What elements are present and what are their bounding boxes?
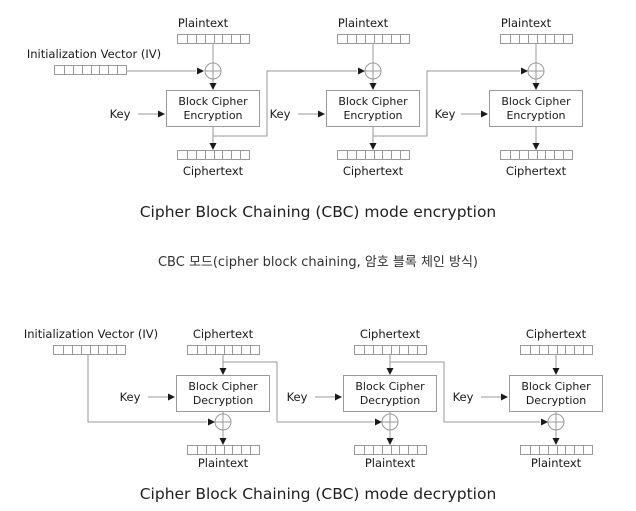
dec-xor2-cross	[382, 414, 398, 430]
dec-plaintext-register-2	[354, 445, 427, 455]
dec-key-label-3: Key	[452, 390, 474, 404]
dec-block-cipher-box-2: Block Cipher Decryption	[343, 375, 437, 412]
enc-xor1-cross	[205, 63, 221, 79]
enc-block-cipher-box-2: Block Cipher Encryption	[326, 90, 420, 127]
enc-plaintext-label-1: Plaintext	[177, 16, 229, 30]
dec-box3-line1: Block Cipher	[521, 380, 591, 393]
enc-col1-lines	[127, 44, 214, 143]
arrow-enc-xor1-to-box	[209, 83, 217, 90]
enc-key-label-3: Key	[434, 107, 456, 121]
enc-box3-line1: Block Cipher	[501, 95, 571, 108]
dec-key-label-1: Key	[119, 390, 141, 404]
enc-ciphertext-register-2	[337, 150, 410, 160]
dec-iv-line	[87, 355, 207, 423]
enc-chain-2-3	[373, 70, 520, 137]
arrow-dec-key1	[168, 393, 175, 401]
arrow-enc-xor3-to-box	[532, 83, 540, 90]
dec-plaintext-register-1	[187, 445, 260, 455]
dec-ciphertext-label-3: Ciphertext	[525, 327, 587, 341]
dec-block-cipher-box-3: Block Cipher Decryption	[509, 375, 603, 412]
dec-plaintext-label-1: Plaintext	[197, 456, 249, 470]
enc-ciphertext-register-3	[500, 150, 573, 160]
arrow-enc-box1-to-ct	[209, 143, 217, 150]
arrow-dec-chain-to-xor3	[541, 418, 548, 426]
dec-ciphertext-label-1: Ciphertext	[192, 327, 254, 341]
enc-xor2-cross	[365, 63, 381, 79]
decryption-caption: Cipher Block Chaining (CBC) mode decrypt…	[139, 485, 497, 503]
arrow-dec-ct1-to-box	[219, 368, 227, 375]
enc-block-cipher-box-1: Block Cipher Encryption	[166, 90, 260, 127]
dec-ciphertext-register-2	[354, 345, 427, 355]
arrow-enc-chain-to-xor3	[521, 67, 528, 75]
dec-ciphertext-register-1	[187, 345, 260, 355]
arrow-enc-iv-to-xor1	[197, 67, 204, 75]
arrow-enc-key1	[158, 110, 165, 118]
arrow-dec-ct2-to-box	[386, 368, 394, 375]
arrow-dec-xor2-to-pt	[386, 438, 394, 445]
enc-key-label-1: Key	[109, 107, 131, 121]
enc-box2-line1: Block Cipher	[338, 95, 408, 108]
enc-ciphertext-label-1: Ciphertext	[182, 164, 244, 178]
dec-col3-lines	[481, 355, 557, 438]
dec-ciphertext-label-2: Ciphertext	[359, 327, 421, 341]
arrow-enc-box3-to-ct	[532, 143, 540, 150]
korean-caption: CBC 모드(cipher block chaining, 암호 블록 체인 방…	[157, 255, 479, 270]
enc-iv-label: Initialization Vector (IV)	[26, 47, 162, 61]
arrow-dec-xor3-to-pt	[552, 438, 560, 445]
arrow-dec-iv-to-xor1	[208, 418, 215, 426]
dec-xor1-cross	[215, 414, 231, 430]
dec-chain-2-3	[390, 361, 540, 423]
dec-plaintext-register-3	[520, 445, 593, 455]
enc-plaintext-label-3: Plaintext	[500, 16, 552, 30]
dec-box2-line2: Decryption	[359, 393, 421, 407]
enc-box3-line2: Encryption	[506, 108, 566, 122]
enc-box1-line2: Encryption	[183, 108, 243, 122]
enc-plaintext-register-1	[177, 34, 250, 44]
arrow-enc-xor2-to-box	[369, 83, 377, 90]
arrow-dec-chain-to-xor2	[375, 418, 382, 426]
dec-box1-line1: Block Cipher	[188, 380, 258, 393]
arrow-dec-key2	[335, 393, 342, 401]
enc-key-label-2: Key	[269, 107, 291, 121]
enc-plaintext-label-2: Plaintext	[337, 16, 389, 30]
dec-plaintext-label-3: Plaintext	[530, 456, 582, 470]
encryption-caption: Cipher Block Chaining (CBC) mode encrypt…	[139, 203, 497, 221]
enc-plaintext-register-3	[500, 34, 573, 44]
dec-block-cipher-box-1: Block Cipher Decryption	[176, 375, 270, 412]
dec-box3-line2: Decryption	[525, 393, 587, 407]
dec-iv-label: Initialization Vector (IV)	[23, 327, 159, 341]
arrow-enc-box2-to-ct	[369, 143, 377, 150]
enc-plaintext-register-2	[337, 34, 410, 44]
arrowheads	[158, 67, 560, 445]
dec-iv-register	[53, 345, 126, 355]
dec-chain-1-2	[223, 361, 374, 423]
dec-xor3-cross	[548, 414, 564, 430]
enc-box1-line1: Block Cipher	[178, 95, 248, 108]
arrow-enc-key2	[318, 110, 325, 118]
dec-key-label-2: Key	[286, 390, 308, 404]
arrow-dec-ct3-to-box	[552, 368, 560, 375]
dec-box2-line1: Block Cipher	[355, 380, 425, 393]
enc-ciphertext-label-3: Ciphertext	[505, 164, 567, 178]
arrow-enc-chain-to-xor2	[358, 67, 365, 75]
arrow-enc-key3	[481, 110, 488, 118]
dec-ciphertext-register-3	[520, 345, 593, 355]
enc-col3-lines	[461, 44, 537, 143]
enc-iv-register	[54, 65, 127, 75]
arrow-dec-xor1-to-pt	[219, 438, 227, 445]
enc-xor3-cross	[528, 63, 544, 79]
enc-chain-1-2	[213, 70, 357, 137]
enc-col2-lines	[298, 44, 374, 143]
arrow-dec-key3	[501, 393, 508, 401]
dec-box1-line2: Decryption	[192, 393, 254, 407]
enc-box2-line2: Encryption	[343, 108, 403, 122]
enc-ciphertext-register-1	[177, 150, 250, 160]
enc-block-cipher-box-3: Block Cipher Encryption	[489, 90, 583, 127]
dec-plaintext-label-2: Plaintext	[364, 456, 416, 470]
enc-ciphertext-label-2: Ciphertext	[342, 164, 404, 178]
